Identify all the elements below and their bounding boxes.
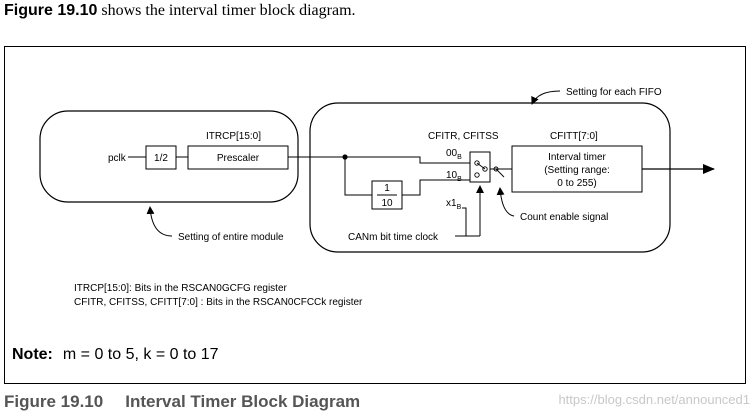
prescaler-label: Prescaler [217,153,260,164]
note-label: Note: [12,346,53,363]
note: Note: m = 0 to 5, k = 0 to 17 [12,346,219,364]
figure-caption: Figure 19.10 Interval Timer Block Diagram [4,392,360,412]
fifo-setting-callout [531,90,561,105]
can-bit-time-clock-label: CANm bit time clock [348,232,439,243]
cfitr-cfitss-label: CFITR, CFITSS [428,131,499,142]
select-00-label: 00B [446,148,462,161]
intro-sentence: shows the interval timer block diagram. [97,2,356,19]
register-note-1: ITRCP[15:0]: Bits in the RSCAN0GCFG regi… [74,283,288,294]
count-enable-callout [496,187,515,217]
watermark: https://blog.csdn.net/announced1 [558,392,750,407]
figure-reference: Figure 19.10 [4,2,98,19]
diagram-frame [4,46,746,384]
select-x1-label: x1B [446,198,462,211]
note-text: m = 0 to 5, k = 0 to 17 [62,346,219,363]
caption-title: Interval Timer Block Diagram [125,392,361,411]
interval-timer-line-2: (Setting range: [544,165,610,176]
register-note-2: CFITR, CFITSS, CFITT[7:0] : Bits in the … [74,297,363,308]
select-10-label: 10B [446,170,462,183]
divide-by-10-numerator: 1 [384,183,390,194]
divide-by-2-label: 1/2 [154,153,168,164]
module-setting-label: Setting of entire module [178,232,284,243]
count-enable-label: Count enable signal [520,212,608,223]
intro-text: Figure 19.10 shows the interval timer bl… [4,2,356,20]
cfitt-label: CFITT[7:0] [550,131,598,142]
pclk-label: pclk [108,153,127,164]
module-setting-callout [146,206,173,237]
fifo-settings-group [309,102,671,253]
interval-timer-line-3: 0 to 255) [557,178,596,189]
itrcp-label: ITRCP[15:0] [206,131,261,142]
fifo-setting-label: Setting for each FIFO [566,87,662,98]
clock-selector-switch [469,151,491,183]
interval-timer-line-1: Interval timer [548,152,606,163]
divide-by-10-denominator: 10 [381,198,393,209]
caption-number: Figure 19.10 [4,392,104,411]
